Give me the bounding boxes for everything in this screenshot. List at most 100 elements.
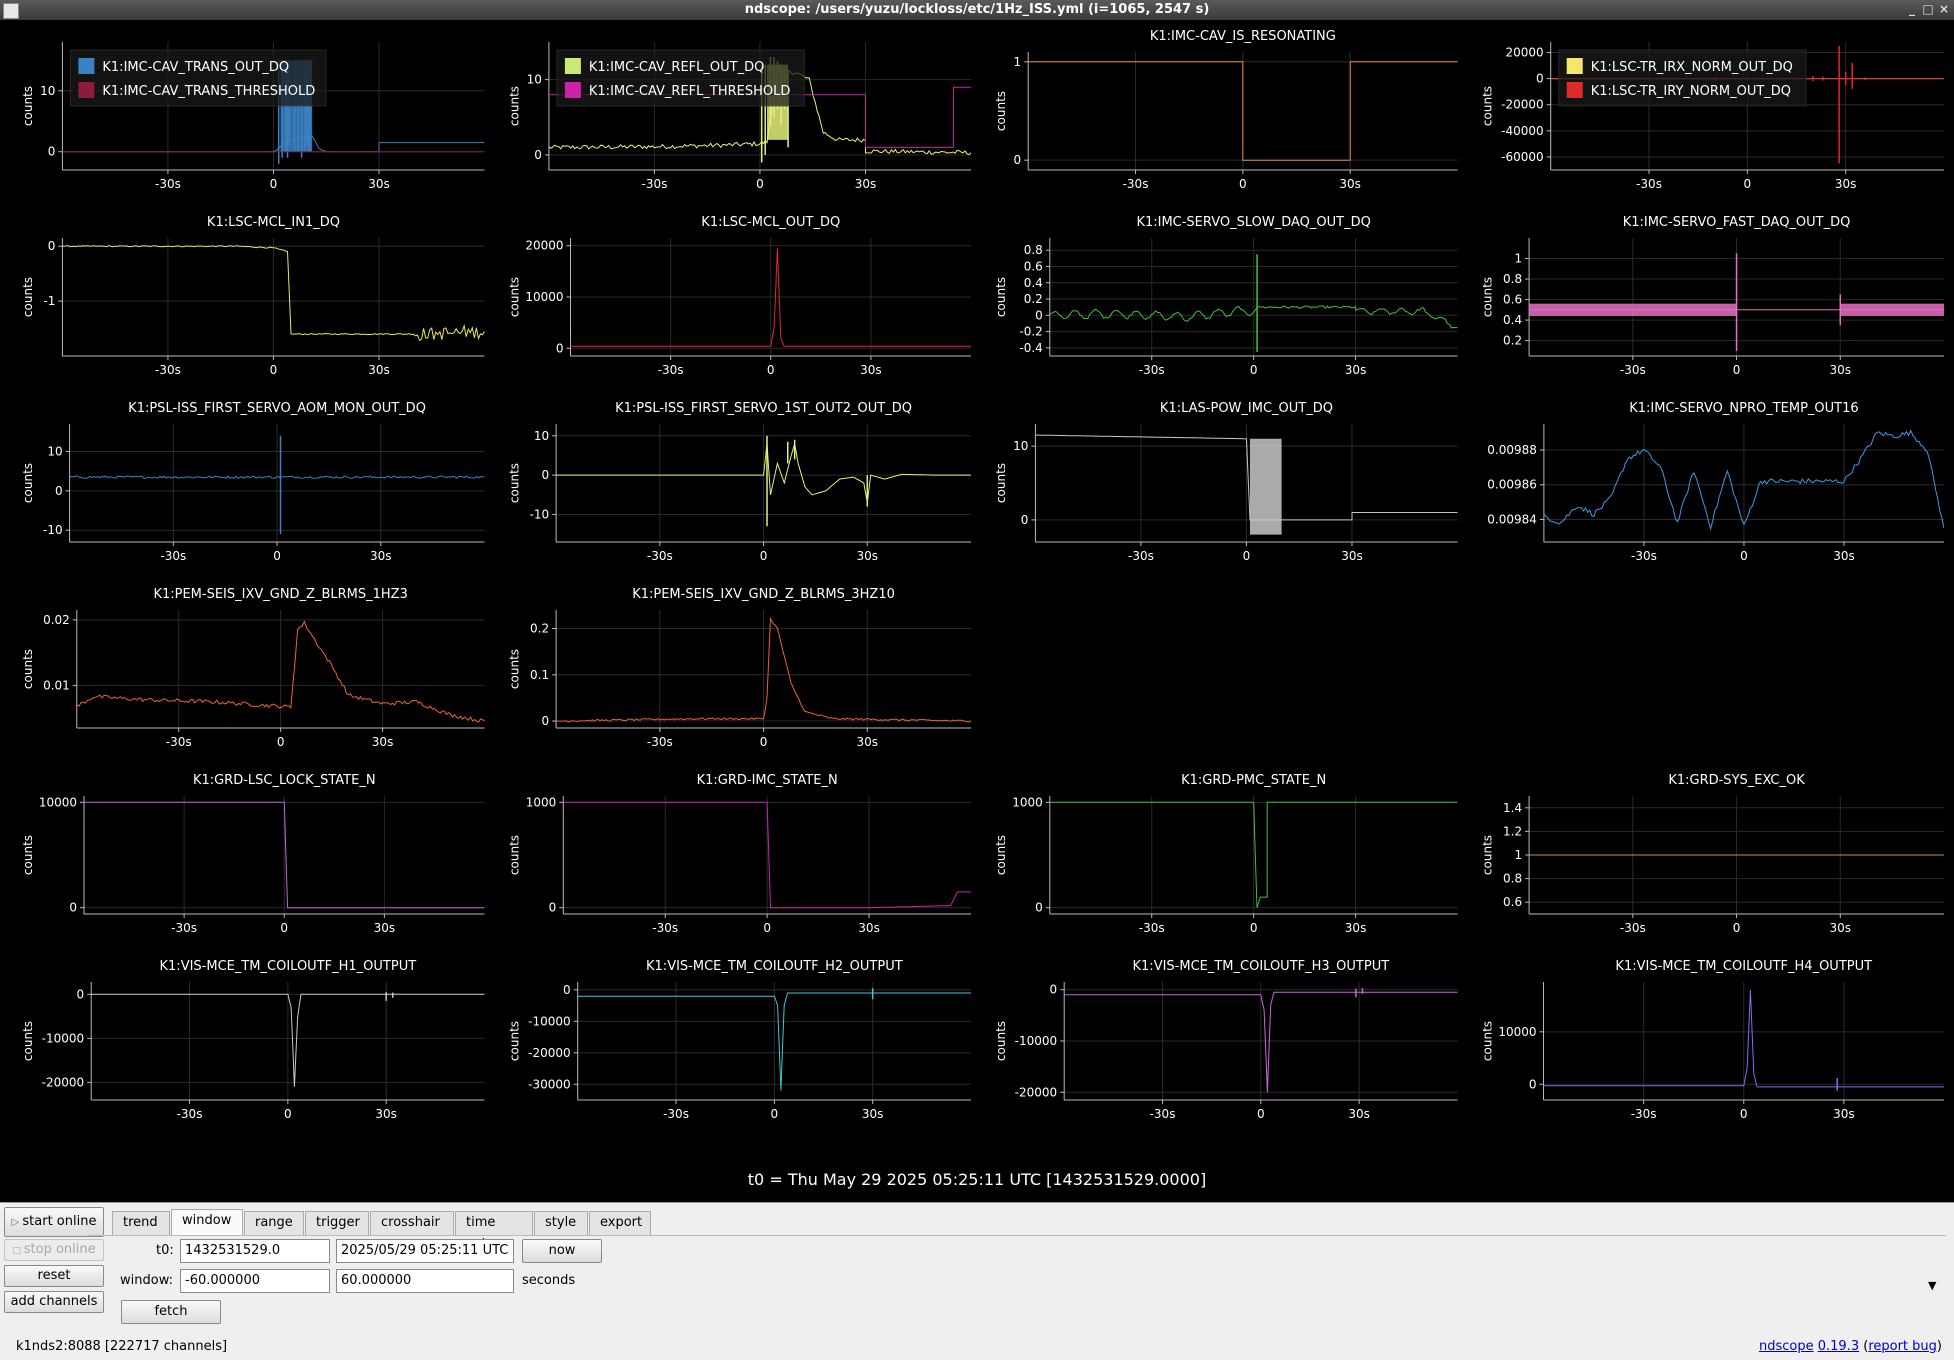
y-tick-label: 0.00984 [1487, 512, 1537, 526]
plot-title: K1:PSL-ISS_FIRST_SERVO_1ST_OUT2_OUT_DQ [615, 401, 912, 416]
plot-23[interactable]: K1:VIS-MCE_TM_COILOUTF_H3_OUTPUT0-10000-… [994, 959, 1458, 1121]
tab-style[interactable]: style [534, 1211, 588, 1235]
legend-box[interactable] [69, 49, 327, 107]
x-tick-label: -30s [155, 363, 181, 377]
plot-series-group [1049, 254, 1458, 352]
window-end-input[interactable]: 60.000000 [336, 1269, 514, 1293]
x-tick-label: 0 [1733, 363, 1741, 377]
plot-13[interactable]: K1:PEM-SEIS_IXV_GND_Z_BLRMS_1HZ30.020.01… [21, 587, 485, 749]
legend-box[interactable] [556, 49, 805, 107]
x-tick-label: -30s [160, 549, 186, 563]
plot-7[interactable]: K1:IMC-SERVO_SLOW_DAQ_OUT_DQ0.80.60.40.2… [994, 215, 1458, 377]
plot-series-group [1035, 434, 1458, 535]
plot-title: K1:GRD-LSC_LOCK_STATE_N [193, 773, 376, 788]
y-axis-label: counts [21, 277, 35, 317]
y-tick-label: 0 [563, 983, 571, 997]
version-link[interactable]: 0.19.3 [1817, 1339, 1860, 1354]
legend-label: K1:LSC-TR_IRY_NORM_OUT_DQ [1591, 84, 1791, 99]
reset-button[interactable]: reset [4, 1265, 104, 1287]
y-tick-label: 0.2 [1024, 292, 1043, 306]
series-line [1049, 801, 1458, 908]
tab-time-axis[interactable]: time axis [455, 1211, 533, 1252]
y-axis-label: counts [994, 463, 1008, 503]
y-axis-label: counts [994, 835, 1008, 875]
y-tick-label: 0 [1035, 901, 1043, 915]
plot-series-group [1529, 253, 1944, 351]
y-axis-label: counts [994, 277, 1008, 317]
t0-utc-input[interactable]: 2025/05/29 05:25:11 UTC [336, 1239, 514, 1263]
series-line [76, 620, 485, 723]
status-bar: k1nds2:8088 [222717 channels] ndscope 0.… [0, 1335, 1954, 1359]
legend-box[interactable] [1558, 49, 1807, 107]
t0-gps-input[interactable]: 1432531529.0 [180, 1239, 330, 1263]
y-tick-label: 0 [556, 341, 564, 355]
stop-online-button[interactable]: □ stop online [4, 1239, 104, 1261]
x-tick-label: 0 [1243, 549, 1251, 563]
plot-8[interactable]: K1:IMC-SERVO_FAST_DAQ_OUT_DQ10.80.60.40.… [1481, 215, 1945, 377]
tab-trend[interactable]: trend [112, 1211, 170, 1235]
tab-crosshair[interactable]: crosshair [370, 1211, 454, 1235]
x-tick-label: -30s [177, 1107, 203, 1121]
y-tick-label: 0 [549, 901, 557, 915]
ndscope-link[interactable]: ndscope [1758, 1339, 1814, 1354]
close-icon[interactable]: × [1938, 2, 1950, 16]
legend-swatch [564, 58, 581, 74]
x-tick-label: 30s [1830, 921, 1852, 935]
collapse-arrow-icon[interactable]: ▼ [1928, 1279, 1937, 1292]
plot-9[interactable]: K1:PSL-ISS_FIRST_SERVO_AOM_MON_OUT_DQ100… [21, 401, 485, 563]
plot-24[interactable]: K1:VIS-MCE_TM_COILOUTF_H4_OUTPUT100000-3… [1481, 959, 1945, 1121]
x-tick-label: 0 [270, 363, 278, 377]
plot-22[interactable]: K1:VIS-MCE_TM_COILOUTF_H2_OUTPUT0-10000-… [508, 959, 972, 1121]
plot-title: K1:PEM-SEIS_IXV_GND_Z_BLRMS_3HZ10 [632, 587, 895, 602]
tab-trigger[interactable]: trigger [305, 1211, 369, 1235]
window-start-input[interactable]: -60.000000 [180, 1269, 330, 1293]
tab-export[interactable]: export [589, 1211, 651, 1235]
plot-12[interactable]: K1:IMC-SERVO_NPRO_TEMP_OUT160.009880.009… [1487, 401, 1945, 563]
series-line [577, 992, 971, 1091]
y-tick-label: 10000 [525, 290, 563, 304]
series-line [84, 801, 485, 909]
x-tick-label: -30s [658, 363, 684, 377]
t0-field-label: t0: [156, 1243, 174, 1258]
y-tick-label: -10000 [1015, 1034, 1058, 1048]
control-panel: ▷ start online □ stop online reset add c… [0, 1202, 1954, 1360]
plot-21[interactable]: K1:VIS-MCE_TM_COILOUTF_H1_OUTPUT0-10000-… [21, 959, 485, 1121]
y-tick-label: -20000 [1501, 98, 1544, 112]
y-tick-label: 1 [1014, 55, 1022, 69]
report-bug-link[interactable]: report bug [1868, 1339, 1937, 1354]
tab-window[interactable]: window [171, 1209, 243, 1236]
series-line [1064, 991, 1458, 1093]
y-tick-label: -10000 [42, 1031, 85, 1045]
tab-range[interactable]: range [244, 1211, 304, 1235]
plot-series-group [69, 435, 485, 535]
plot-10[interactable]: K1:PSL-ISS_FIRST_SERVO_1ST_OUT2_OUT_DQ10… [508, 401, 972, 563]
minimize-icon[interactable]: _ [1909, 2, 1915, 16]
plot-14[interactable]: K1:PEM-SEIS_IXV_GND_Z_BLRMS_3HZ100.20.10… [508, 587, 972, 749]
x-tick-label: -30s [166, 735, 192, 749]
y-tick-label: -10 [529, 507, 549, 521]
x-tick-label: 0 [756, 177, 764, 191]
y-axis-label: counts [1481, 835, 1495, 875]
window-titlebar[interactable]: ndscope: /users/yuzu/lockloss/etc/1Hz_IS… [0, 0, 1954, 20]
now-button[interactable]: now [522, 1239, 602, 1263]
maximize-icon[interactable]: □ [1922, 2, 1934, 16]
plot-title: K1:GRD-IMC_STATE_N [697, 773, 838, 788]
start-online-button[interactable]: ▷ start online [4, 1207, 104, 1237]
fetch-button[interactable]: fetch [121, 1300, 221, 1324]
y-axis-label: counts [21, 463, 35, 503]
add-channels-button[interactable]: add channels [4, 1291, 104, 1313]
x-tick-label: 30s [368, 177, 390, 191]
